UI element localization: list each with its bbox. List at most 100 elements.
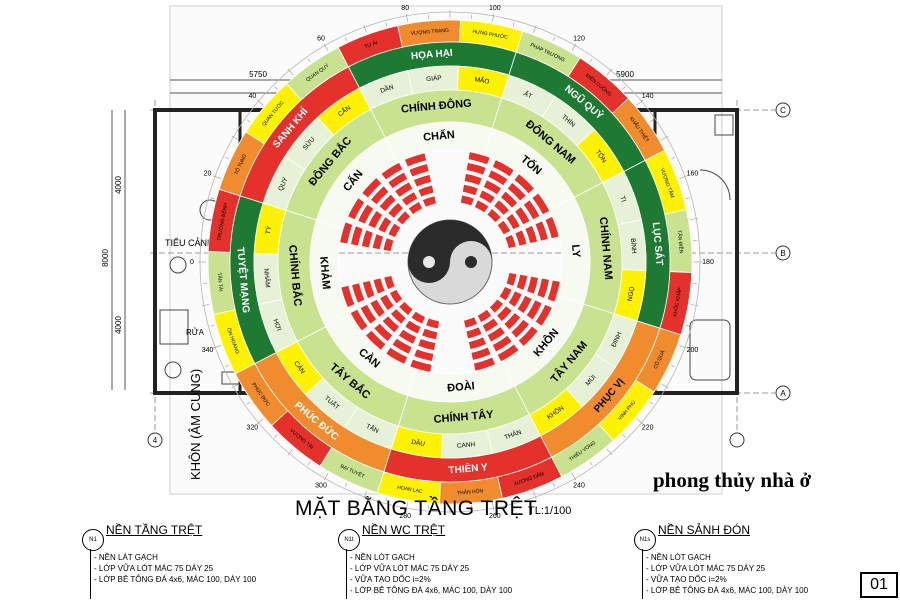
direction-ring-label: CHÍNH BẮC: [286, 244, 304, 307]
degree-tick: [213, 345, 221, 349]
degree-label: 100: [489, 5, 501, 12]
outer-ring-label: THÂN HÔN: [457, 487, 484, 496]
note-line: - LỚP VỮA LÓT MÁC 75 DÀY 25: [350, 564, 470, 573]
outer-ring-label: HOAN LẠC: [397, 485, 424, 495]
degree-tick: [201, 217, 210, 220]
guardian-ring-label: THIÊN Y: [448, 460, 489, 476]
seat-block: [505, 212, 521, 231]
plan-title: MẶT BẰNG TẦNG TRỆT: [295, 497, 538, 520]
seat-block: [526, 275, 540, 295]
degree-tick: [622, 86, 626, 90]
degree-tick: [231, 383, 239, 389]
seat-block: [482, 179, 503, 196]
label-khon-am-cung: KHÔN (ÂM CUNG): [188, 369, 203, 480]
seat-block: [472, 356, 497, 372]
note-line: - NỀN LÁT GẠCH: [94, 553, 158, 562]
mountain-ring-label: NGỌ: [627, 286, 636, 302]
note-badge: N1t: [338, 529, 360, 551]
degree-label: 200: [687, 347, 699, 354]
degree-label: 40: [248, 93, 256, 100]
degree-tick: [679, 345, 687, 349]
seat-block: [387, 171, 409, 190]
degree-tick: [256, 99, 264, 106]
degree-tick: [571, 473, 577, 481]
seat-block: [536, 277, 550, 299]
degree-tick: [225, 364, 229, 368]
seat-block: [380, 161, 404, 181]
degree-tick: [231, 135, 239, 141]
degree-tick: [405, 502, 408, 511]
seat-block: [407, 200, 424, 216]
seat-block: [496, 305, 513, 323]
seat-block: [503, 311, 522, 331]
seat-block: [505, 271, 518, 287]
seat-block: [373, 322, 394, 343]
seat-block: [421, 327, 439, 341]
seat-block: [516, 294, 533, 315]
seat-block: [389, 308, 407, 325]
axis-bubble-a: A: [775, 385, 791, 401]
seat-block: [491, 159, 515, 178]
outer-ring-label: TỰ ÁI: [363, 39, 378, 50]
seat-block: [467, 151, 491, 166]
mountain-ring-label: MÃO: [474, 74, 490, 85]
degree-tick: [690, 217, 699, 220]
seat-block: [361, 279, 376, 300]
degree-tick: [685, 197, 690, 200]
dim-side-upper: 4000: [114, 176, 123, 194]
seat-block: [470, 346, 492, 361]
seat-block: [473, 199, 490, 214]
note-badge: N1: [82, 529, 104, 551]
degree-tick: [492, 13, 495, 22]
degree-tick: [210, 197, 215, 200]
seat-block: [369, 298, 386, 318]
yang-dot: [465, 256, 477, 268]
degree-label: 180: [702, 259, 714, 266]
degree-tick: [685, 324, 690, 327]
seat-block: [531, 192, 551, 216]
dim-top-right: 5900: [616, 70, 634, 79]
degree-tick: [405, 13, 408, 22]
dim-side-total: 8000: [101, 249, 110, 267]
dim-top-left: 5750: [249, 70, 267, 79]
degree-tick: [287, 68, 294, 76]
degree-label: 140: [642, 93, 654, 100]
seat-block: [403, 152, 428, 168]
degree-tick: [225, 156, 229, 160]
degree-tick: [671, 364, 675, 368]
note-badge: N1s: [634, 529, 656, 551]
seat-block: [487, 169, 509, 187]
seat-block: [524, 224, 539, 245]
seat-block: [387, 222, 402, 239]
degree-label: 60: [317, 35, 325, 42]
seat-block: [408, 163, 430, 178]
degree-label: 220: [642, 425, 654, 432]
seat-block: [382, 237, 395, 253]
note-line: - NỀN LÓT GẠCH: [350, 553, 415, 562]
label-tieu-canh: TIỂU CẢNH: [165, 237, 214, 248]
svg-text:C: C: [780, 106, 786, 115]
degree-tick: [622, 434, 626, 438]
seat-block: [421, 195, 437, 208]
degree-tick: [512, 497, 515, 502]
degree-tick: [287, 448, 294, 456]
note-line: - LỚP BÊ TÔNG ĐÁ 4x6, MÁC 100, DÀY 100: [94, 575, 257, 584]
seat-block: [349, 308, 369, 332]
note-line: - NỀN LÓT GẠCH: [646, 553, 711, 562]
seat-block: [525, 299, 543, 321]
mountain-ring-label: ẤT: [522, 88, 534, 101]
degree-tick: [679, 175, 687, 179]
seat-block: [534, 303, 553, 327]
degree-tick: [636, 418, 644, 425]
seat-block: [359, 303, 378, 325]
degree-tick: [589, 461, 593, 466]
label-rua: RỬA: [186, 328, 205, 337]
seat-block: [493, 199, 511, 216]
seat-block: [339, 221, 354, 245]
degree-tick: [201, 304, 210, 307]
degree-label: 80: [401, 5, 409, 12]
seat-block: [357, 203, 375, 225]
degree-tick: [571, 43, 577, 51]
trigram-ring-label: LY: [569, 244, 582, 259]
seat-block: [488, 298, 505, 314]
